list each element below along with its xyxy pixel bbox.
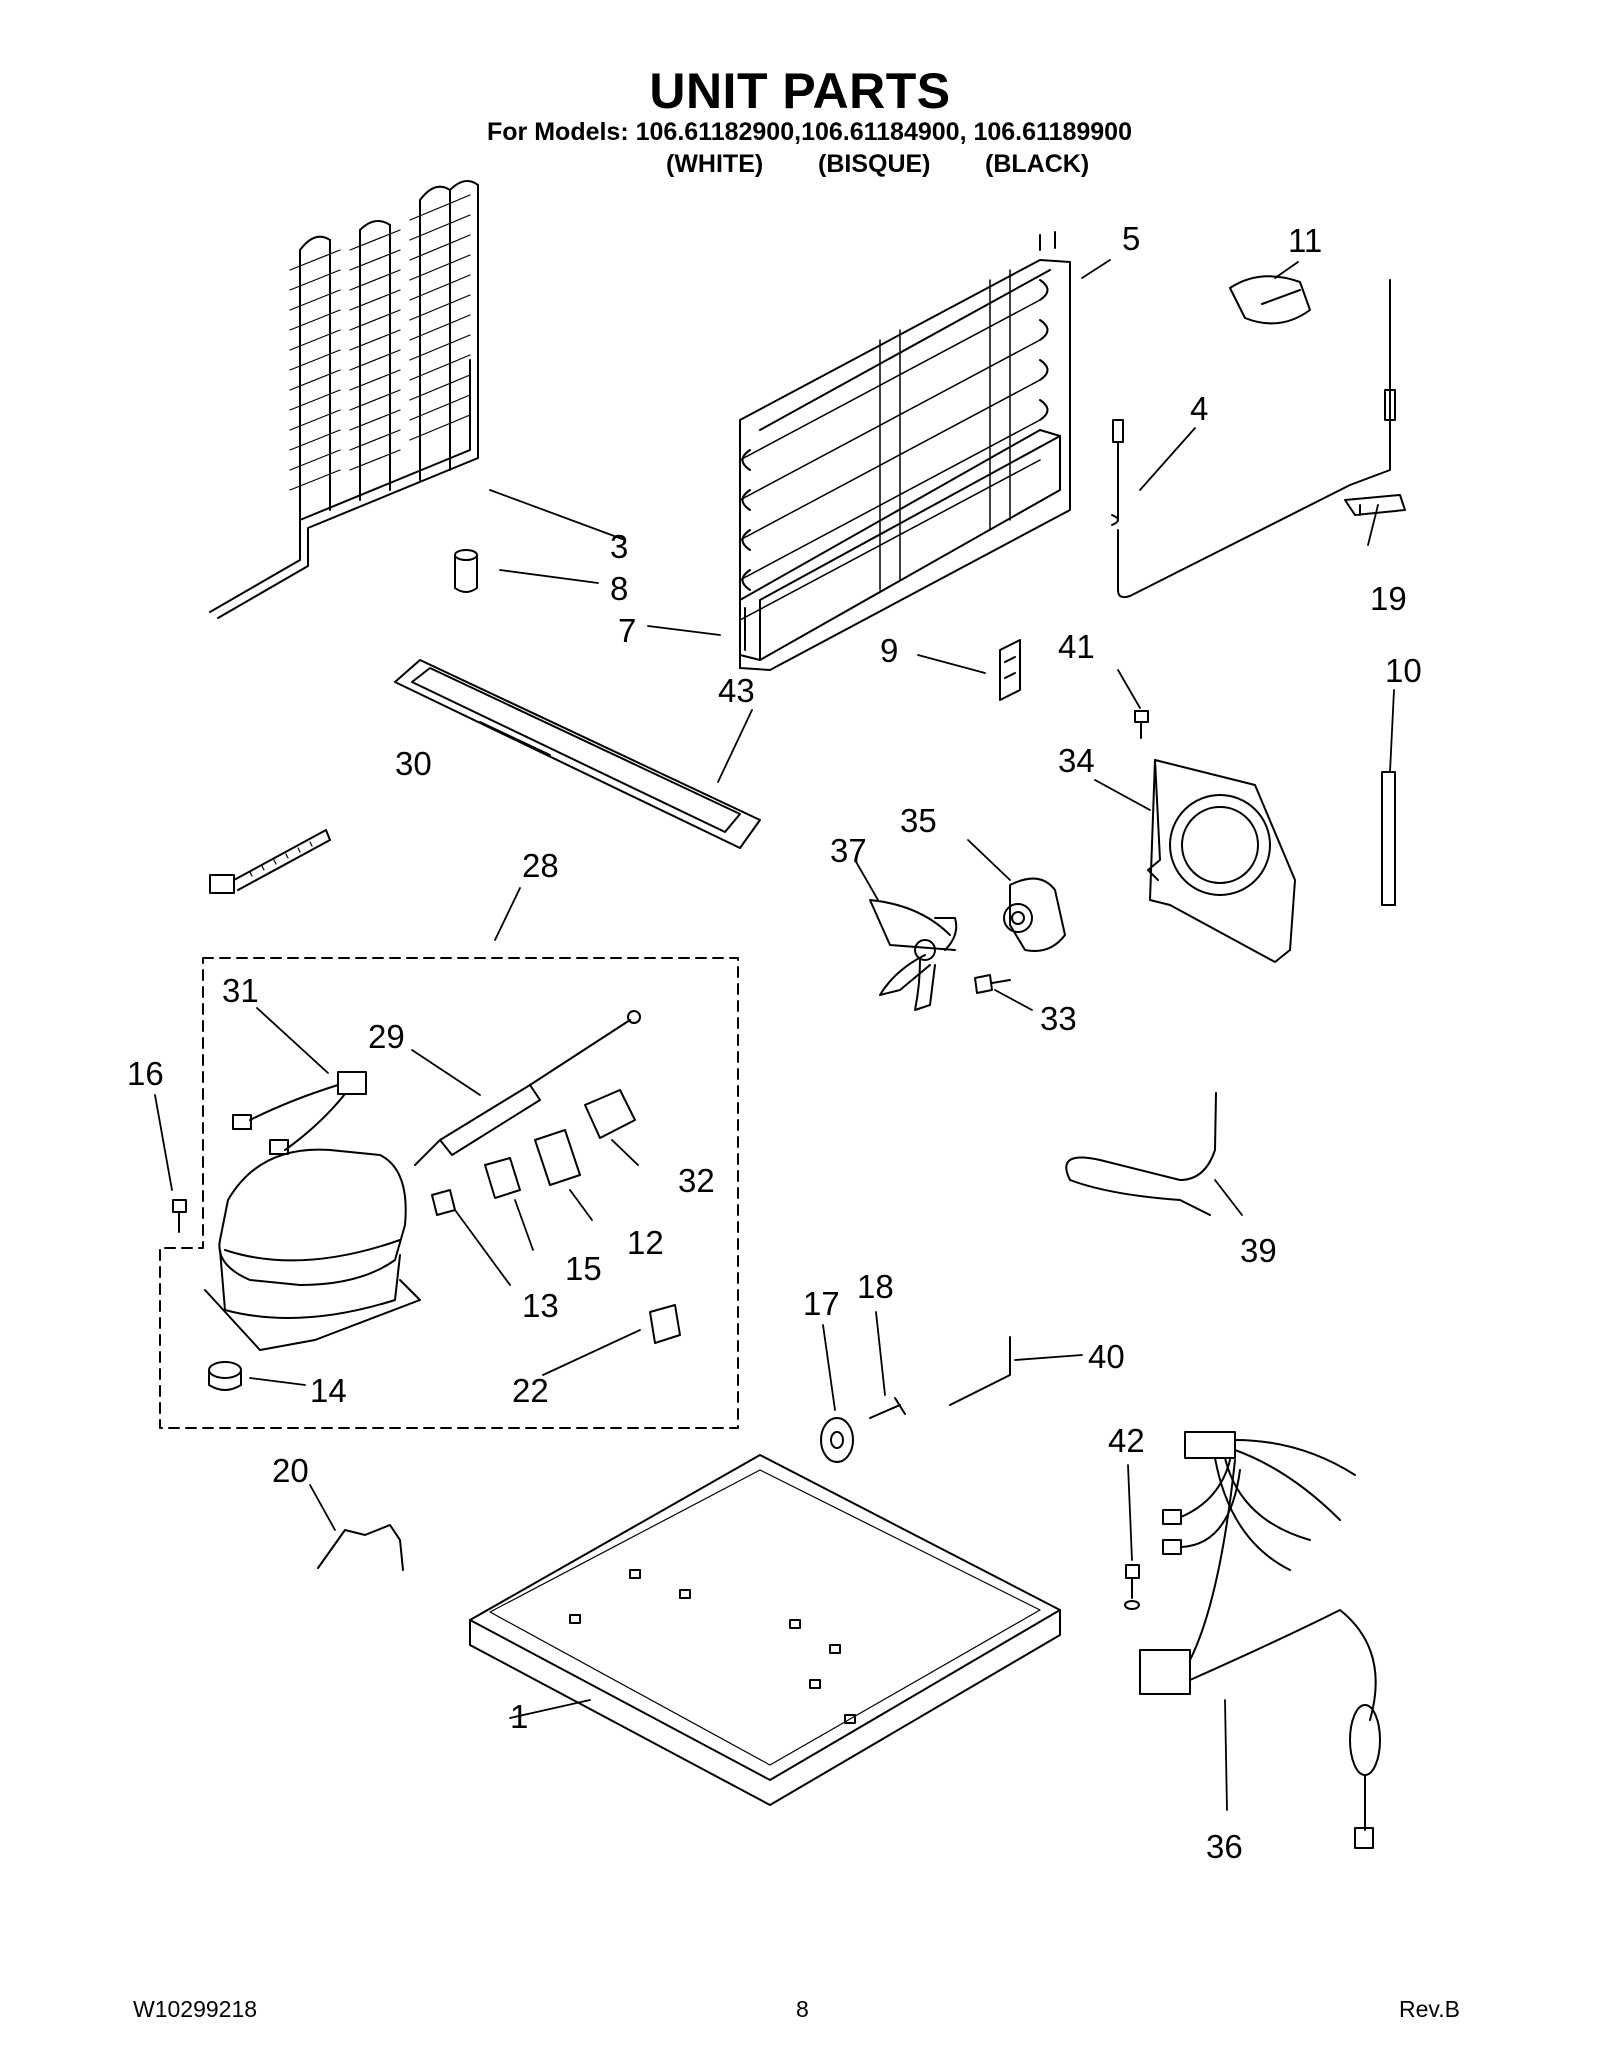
callout-17: 17 (803, 1285, 840, 1322)
callout-labels: 1 3 4 5 7 8 9 10 11 12 13 14 15 16 17 18… (127, 220, 1422, 1865)
callout-1: 1 (510, 1698, 528, 1735)
document-number: W10299218 (133, 1996, 258, 2022)
part-screw-41 (1134, 710, 1149, 739)
callout-14: 14 (310, 1372, 347, 1409)
part-fan-blade-37 (869, 899, 958, 1011)
variant-black: (BLACK) (985, 150, 1090, 178)
callout-20: 20 (272, 1452, 309, 1489)
callout-31: 31 (222, 972, 259, 1009)
callout-8: 8 (610, 570, 628, 607)
callout-37: 37 (830, 832, 867, 869)
callout-15: 15 (565, 1250, 602, 1287)
callout-13: 13 (522, 1287, 559, 1324)
part-cover-12 (534, 1129, 581, 1186)
callout-43: 43 (718, 672, 755, 709)
callout-35: 35 (900, 802, 937, 839)
page-title: UNIT PARTS (649, 63, 951, 119)
part-overload-15 (484, 1157, 521, 1199)
part-pad-11 (1229, 275, 1311, 325)
part-strip-10 (1381, 771, 1396, 906)
part-compressor (204, 1148, 421, 1351)
page-number: 8 (796, 1996, 809, 2022)
part-connector-22 (649, 1304, 681, 1344)
callout-42: 42 (1108, 1422, 1145, 1459)
variant-bisque: (BISQUE) (818, 150, 931, 178)
leader-lines (154, 259, 1395, 1811)
callout-9: 9 (880, 632, 898, 669)
callout-11: 11 (1288, 222, 1322, 259)
part-screw-33 (974, 974, 1011, 994)
callout-34: 34 (1058, 742, 1095, 779)
part-sensor-4 (1111, 279, 1396, 599)
part-grommet-14 (208, 1361, 242, 1391)
part-fan-motor-35 (1003, 877, 1066, 952)
part-relay-32 (584, 1089, 636, 1139)
part-terminal-13 (431, 1189, 456, 1216)
part-screw-16 (172, 1199, 187, 1233)
part-tube-40 (949, 1336, 1011, 1406)
callout-3: 3 (610, 528, 628, 565)
callout-12: 12 (627, 1224, 664, 1261)
callout-29: 29 (368, 1018, 405, 1055)
part-wheel-17 (820, 1417, 854, 1463)
part-condenser (209, 180, 479, 619)
part-cable-tie-30 (209, 829, 331, 894)
callout-22: 22 (512, 1372, 549, 1409)
callout-19: 19 (1370, 580, 1407, 617)
part-drain-pan-43 (394, 659, 761, 849)
callout-10: 10 (1385, 652, 1422, 689)
variant-white: (WHITE) (666, 150, 764, 178)
callout-40: 40 (1088, 1338, 1125, 1375)
models-subtitle: For Models: 106.61182900,106.61184900, 1… (487, 118, 1132, 146)
part-cylinder-8 (454, 549, 478, 593)
part-tube-39 (1065, 1092, 1217, 1216)
part-drier-29 (414, 1010, 641, 1166)
callout-4: 4 (1190, 390, 1208, 427)
callout-33: 33 (1040, 1000, 1077, 1037)
callout-16: 16 (127, 1055, 164, 1092)
callout-5: 5 (1122, 220, 1140, 257)
part-base-frame-1 (469, 1454, 1061, 1806)
part-wire-harness-36 (1139, 1431, 1381, 1849)
part-fan-shroud-34 (1147, 759, 1296, 963)
part-wire-clip-20 (317, 1524, 404, 1571)
callout-7: 7 (618, 612, 636, 649)
revision: Rev.B (1399, 1996, 1460, 2022)
part-wire-31 (232, 1071, 367, 1155)
callout-28: 28 (522, 847, 559, 884)
part-axle-18 (869, 1397, 906, 1419)
part-drain-trough-7 (739, 429, 1061, 661)
part-screw-42 (1124, 1564, 1140, 1610)
callout-30: 30 (395, 745, 432, 782)
callout-36: 36 (1206, 1828, 1243, 1865)
callout-39: 39 (1240, 1232, 1277, 1269)
part-evaporator (739, 231, 1071, 671)
callout-41: 41 (1058, 628, 1095, 665)
callout-32: 32 (678, 1162, 715, 1199)
part-bracket-9 (999, 639, 1021, 701)
callout-18: 18 (857, 1268, 894, 1305)
part-clip-19 (1344, 494, 1406, 516)
kit-group-28-box (159, 957, 739, 1429)
